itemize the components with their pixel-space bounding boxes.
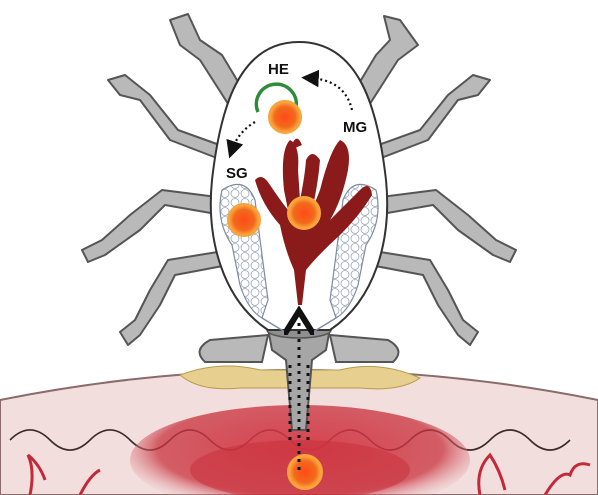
pathogen-icon bbox=[288, 455, 322, 489]
palp-left bbox=[200, 335, 268, 362]
tick-leg-icon bbox=[368, 250, 478, 345]
pathogen-icon bbox=[228, 204, 260, 236]
label-he: HE bbox=[268, 61, 289, 78]
pathogen-icon bbox=[269, 101, 301, 133]
label-sg: SG bbox=[226, 165, 248, 182]
tick-leg-icon bbox=[82, 190, 225, 262]
palp-right bbox=[330, 335, 398, 362]
tick-leg-icon bbox=[120, 250, 230, 345]
pathogen-icon bbox=[288, 197, 320, 229]
label-mg: MG bbox=[343, 119, 367, 136]
tick-leg-icon bbox=[108, 75, 228, 160]
tick-leg-icon bbox=[370, 75, 490, 160]
tick-leg-icon bbox=[373, 190, 516, 262]
